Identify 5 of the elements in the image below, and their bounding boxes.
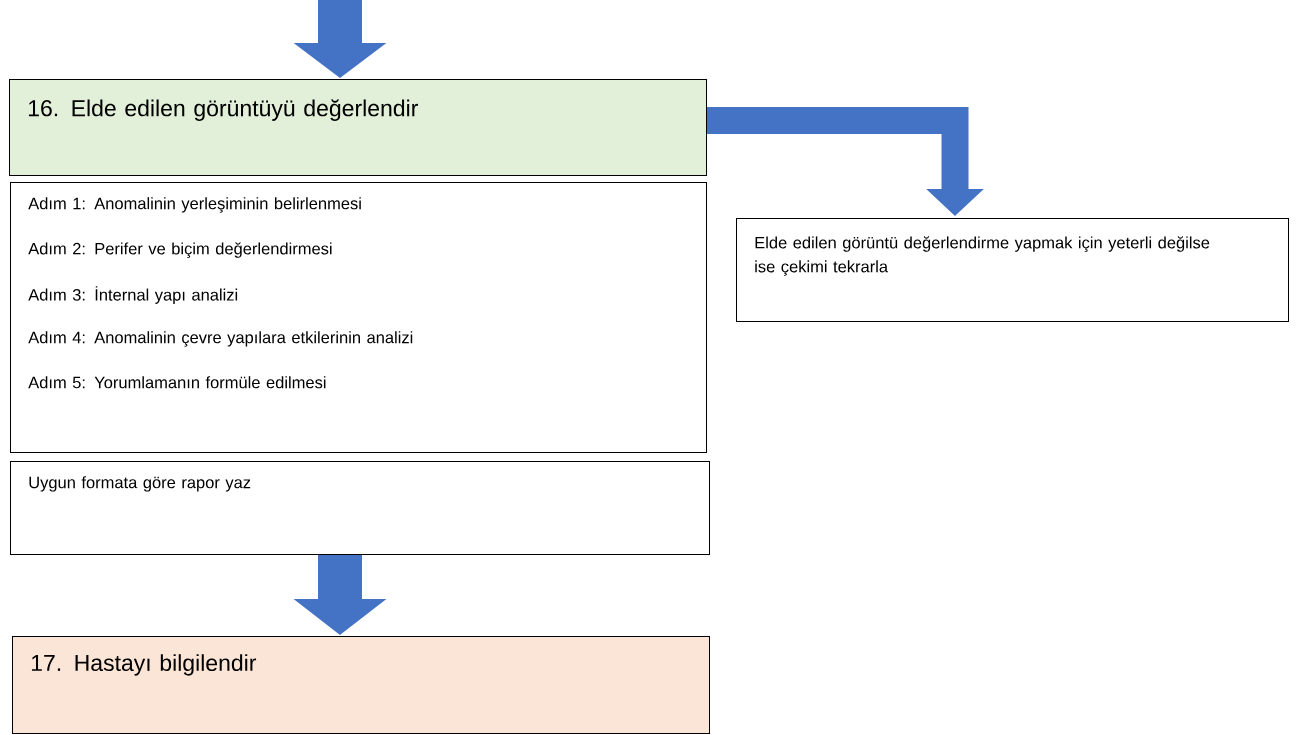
step-list-box: Adım 1: Anomalinin yerleşiminin belirlenmesi Adım 2: Perifer ve biçim değerlendirmesi Adım 3: İnternal yapı analizi Adım 4: Anomalinin çevre yapılara etkilerinin analizi Adım 5: Yorumlamanın formüle edilmesi xyxy=(10,182,707,453)
process-box: Uygun formata göre rapor yaz xyxy=(10,461,710,555)
process-box: Elde edilen görüntü değerlendirme yapmak için yeterli değilse ise çekimi tekrarla xyxy=(736,218,1289,322)
process-box: 17. Hastayı bilgilendir xyxy=(12,636,710,734)
process-box: 16. Elde edilen görüntüyü değerlendir xyxy=(9,79,707,176)
